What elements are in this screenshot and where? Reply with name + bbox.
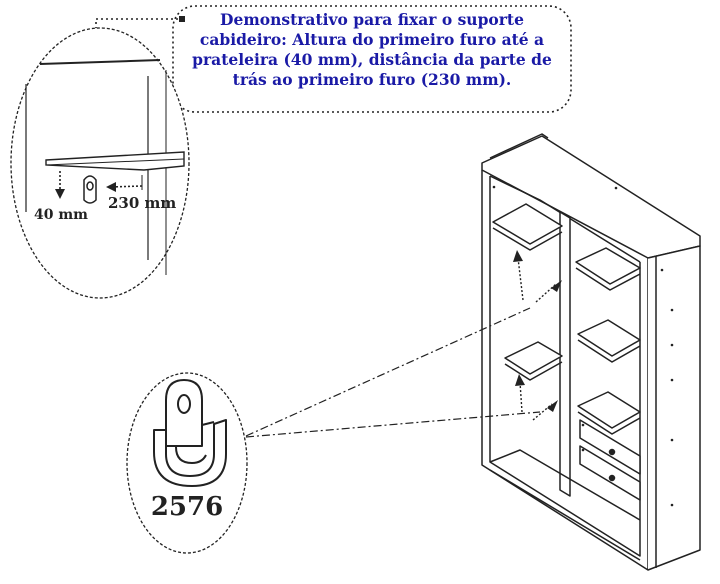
detail-bracket: [83, 175, 97, 204]
zoom-detail: 40 mm 230 mm: [10, 27, 190, 299]
part-code: 2576: [151, 492, 223, 522]
hanger-bracket-icon: [153, 379, 227, 487]
part-detail: 2576: [126, 372, 248, 554]
wardrobe-drawing: [481, 133, 701, 571]
height-dimension-label: 40 mm: [34, 207, 88, 223]
part-leader-lines: [245, 307, 541, 438]
depth-dimension-label: 230 mm: [108, 194, 176, 212]
wardrobe-hole-marks: [492, 185, 674, 507]
position-arrows: [517, 257, 557, 421]
callout-text: Demonstrativo para fixar o suporte cabid…: [192, 10, 552, 89]
callout-bubble: [172, 5, 572, 113]
callout-anchor-marker: [179, 16, 185, 22]
callout-leader-line: [95, 18, 183, 140]
position-arrowheads: [513, 250, 562, 412]
